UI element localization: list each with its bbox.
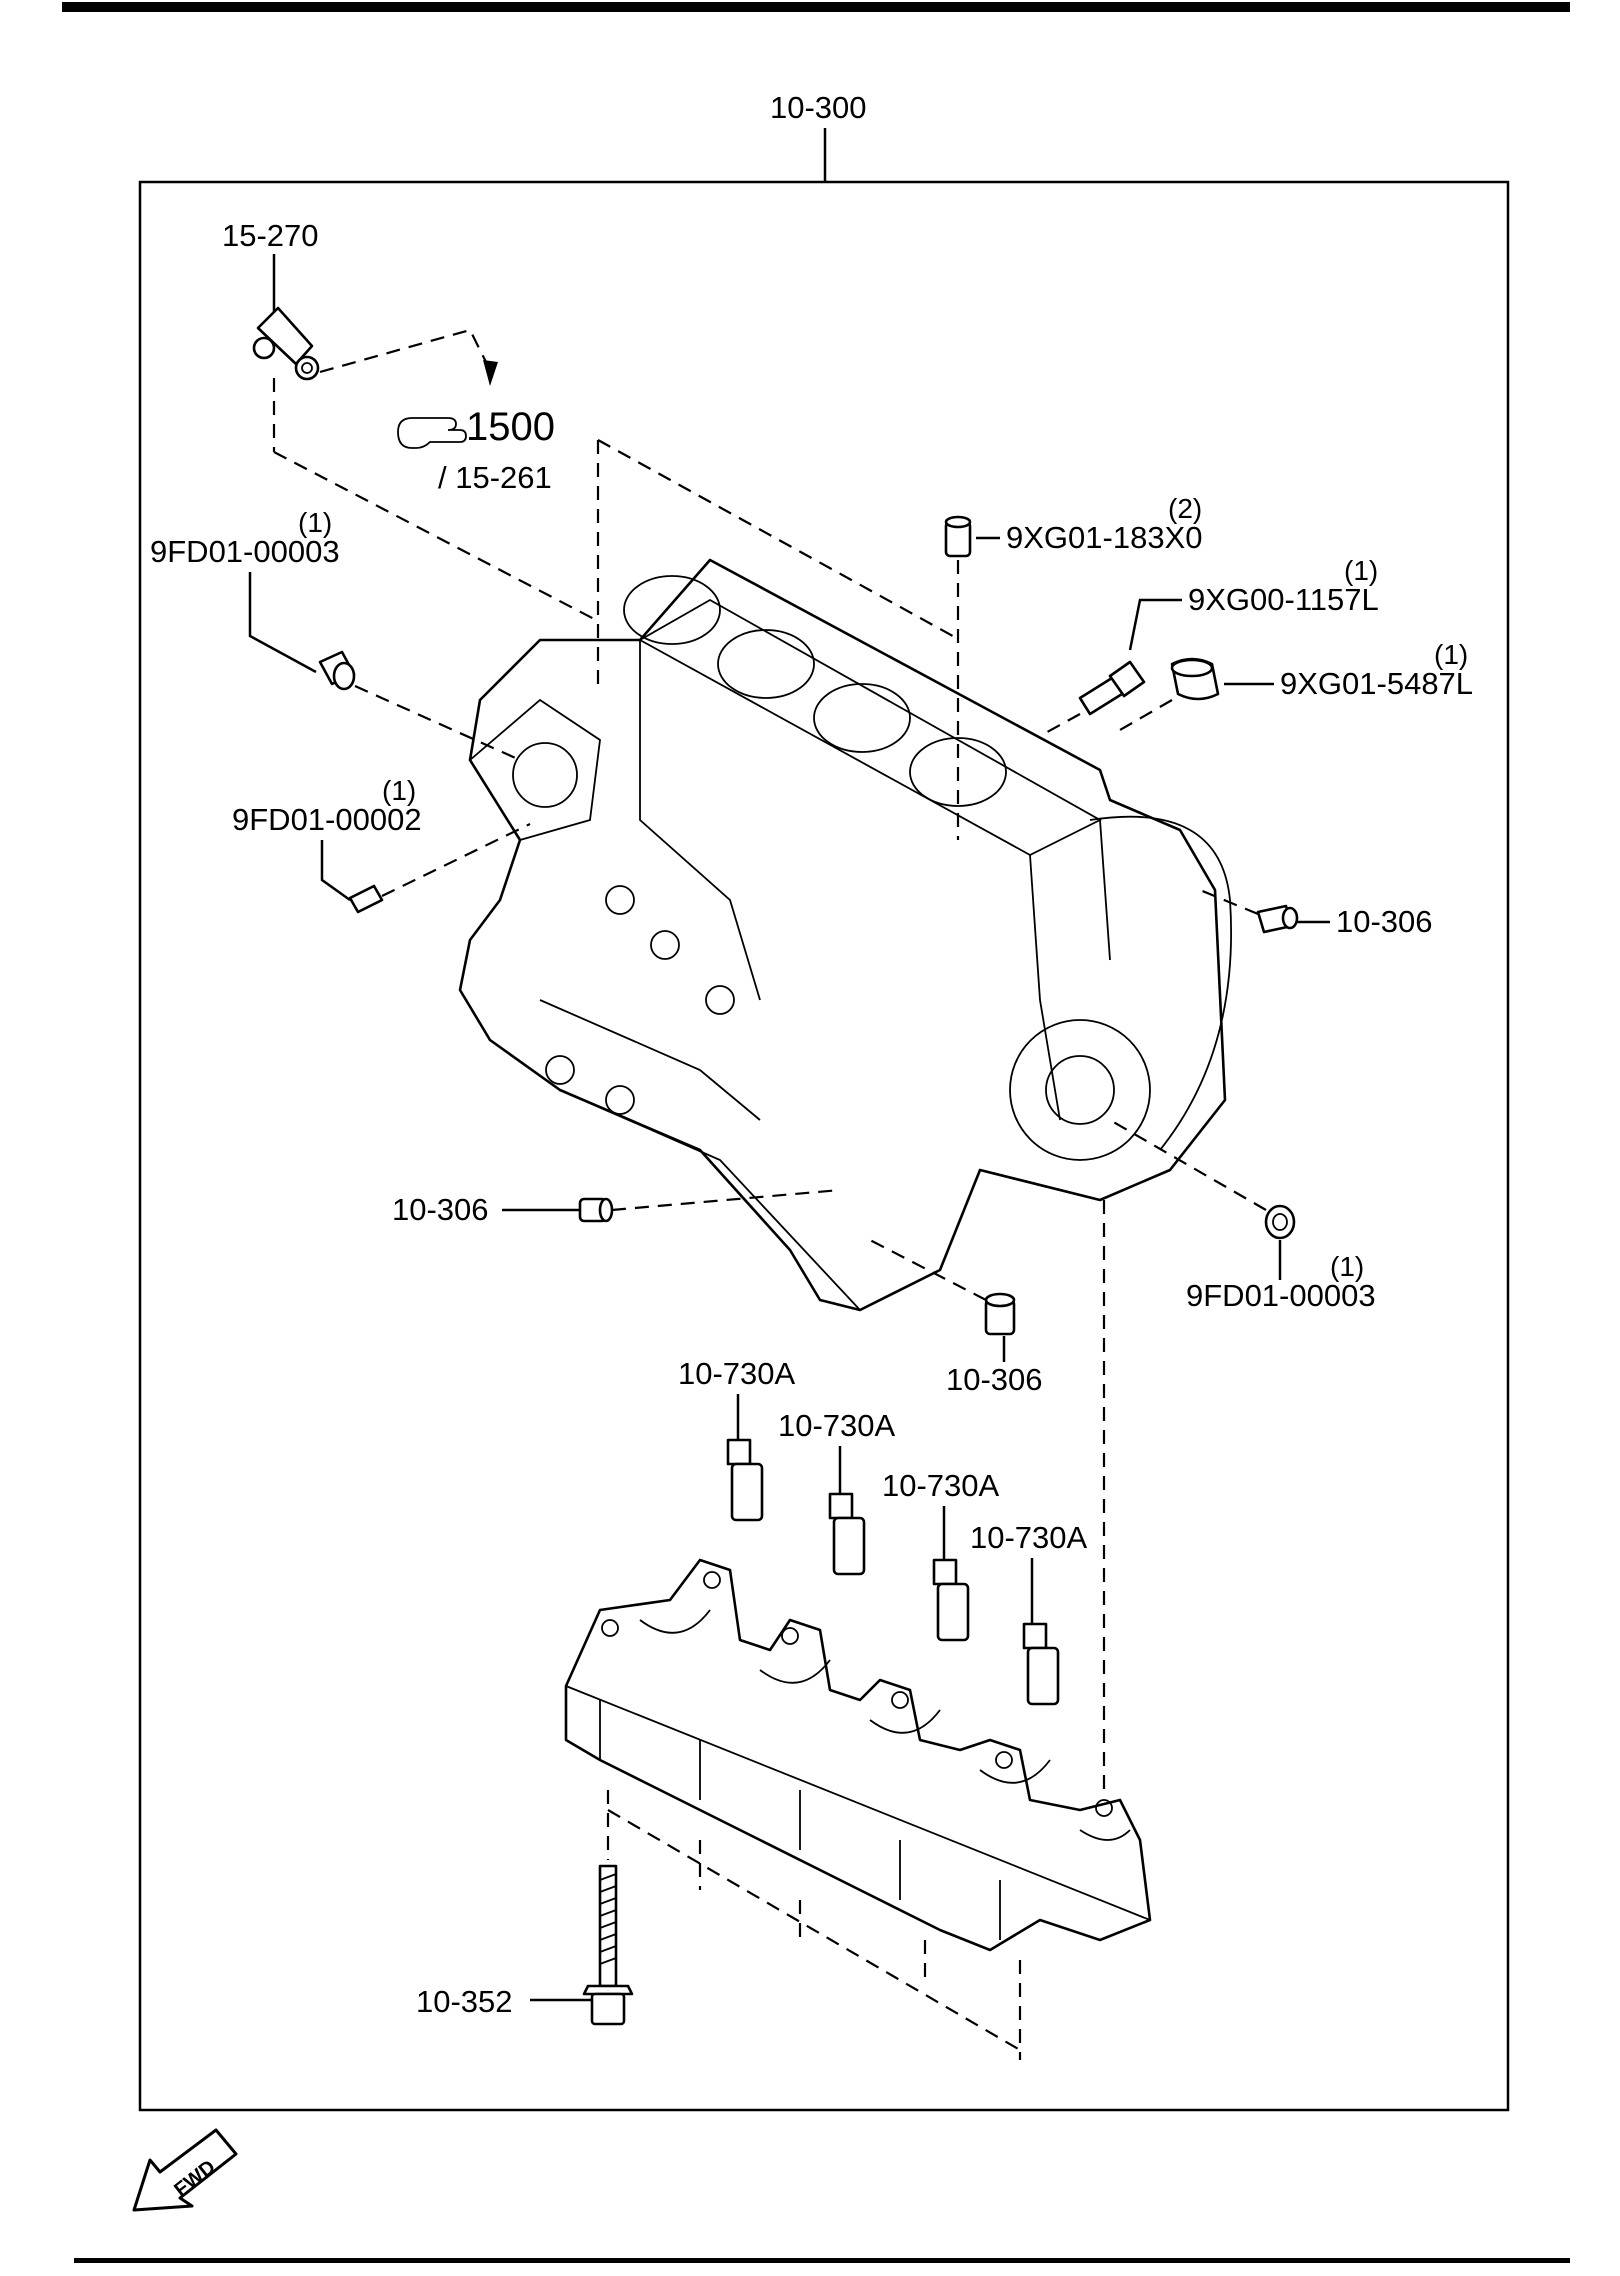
callout-15-270: 15-270: [222, 218, 319, 253]
reference-sub: / 15-261: [438, 460, 552, 495]
pin-left[interactable]: (1) 9FD01-00002: [232, 775, 531, 914]
fwd-arrow-icon: FWD: [132, 2128, 238, 2212]
qty-pin-left: (1): [382, 775, 416, 806]
reference-note: 1500 / 15-261: [397, 405, 555, 495]
callout-oil-jet-1: 10-730A: [678, 1356, 796, 1391]
callout-oil-jet-4: 10-730A: [970, 1520, 1088, 1555]
callout-oil-jet-3: 10-730A: [882, 1468, 1000, 1503]
assembly-frame: 10-300: [138, 90, 1510, 2112]
callout-plug-left-top: 9FD01-00003: [150, 534, 340, 569]
callout-main-bolt: 10-352: [416, 1984, 513, 2019]
oil-jet-1[interactable]: 10-730A: [678, 1356, 796, 1522]
dowel-right[interactable]: 10-306: [1199, 888, 1433, 939]
dowel-left-low[interactable]: 10-306: [392, 1188, 841, 1227]
reference-number: 1500: [466, 405, 555, 449]
dowel-bottom[interactable]: 10-306: [869, 1239, 1043, 1397]
callout-oil-jet-2: 10-730A: [778, 1408, 896, 1443]
oil-jet-3[interactable]: 10-730A: [882, 1468, 1000, 1642]
pointing-hand-icon: [397, 417, 467, 449]
qty-plug-left-top: (1): [298, 507, 332, 538]
sensor-bolt[interactable]: (1) 9XG00-1157L: [1039, 555, 1379, 737]
callout-dowel-top: 9XG01-183X0: [1006, 520, 1202, 555]
callout-plug-right: 9FD01-00003: [1186, 1278, 1376, 1313]
qty-dowel-top: (2): [1168, 493, 1202, 524]
qty-sensor-bolt: (1): [1344, 555, 1378, 586]
assembly-label: 10-300: [770, 90, 867, 125]
bearing-cap-assembly: [564, 1558, 1152, 1952]
cylinder-block: [458, 558, 1233, 1312]
qty-cap-plug: (1): [1434, 639, 1468, 670]
hose-fitting[interactable]: 15-270: [222, 218, 597, 621]
cap-plug[interactable]: (1) 9XG01-5487L: [1119, 639, 1473, 731]
callout-dowel-right: 10-306: [1336, 904, 1433, 939]
plug-right[interactable]: (1) 9FD01-00003: [1109, 1119, 1376, 1313]
plug-left-top[interactable]: (1) 9FD01-00003: [150, 507, 521, 762]
top-rule: [62, 2, 1570, 12]
qty-plug-right: (1): [1330, 1251, 1364, 1282]
oil-jet-4[interactable]: 10-730A: [970, 1520, 1088, 1706]
main-bolt[interactable]: 10-352: [416, 1864, 634, 2026]
callout-cap-plug: 9XG01-5487L: [1280, 666, 1473, 701]
callout-pin-left: 9FD01-00002: [232, 802, 422, 837]
dowel-top[interactable]: (2) 9XG01-183X0: [944, 493, 1202, 840]
callout-dowel-left-low: 10-306: [392, 1192, 489, 1227]
oil-jet-2[interactable]: 10-730A: [778, 1408, 896, 1576]
bottom-rule: [74, 2258, 1570, 2263]
callout-dowel-bottom: 10-306: [946, 1362, 1043, 1397]
callout-sensor-bolt: 9XG00-1157L: [1188, 582, 1379, 617]
